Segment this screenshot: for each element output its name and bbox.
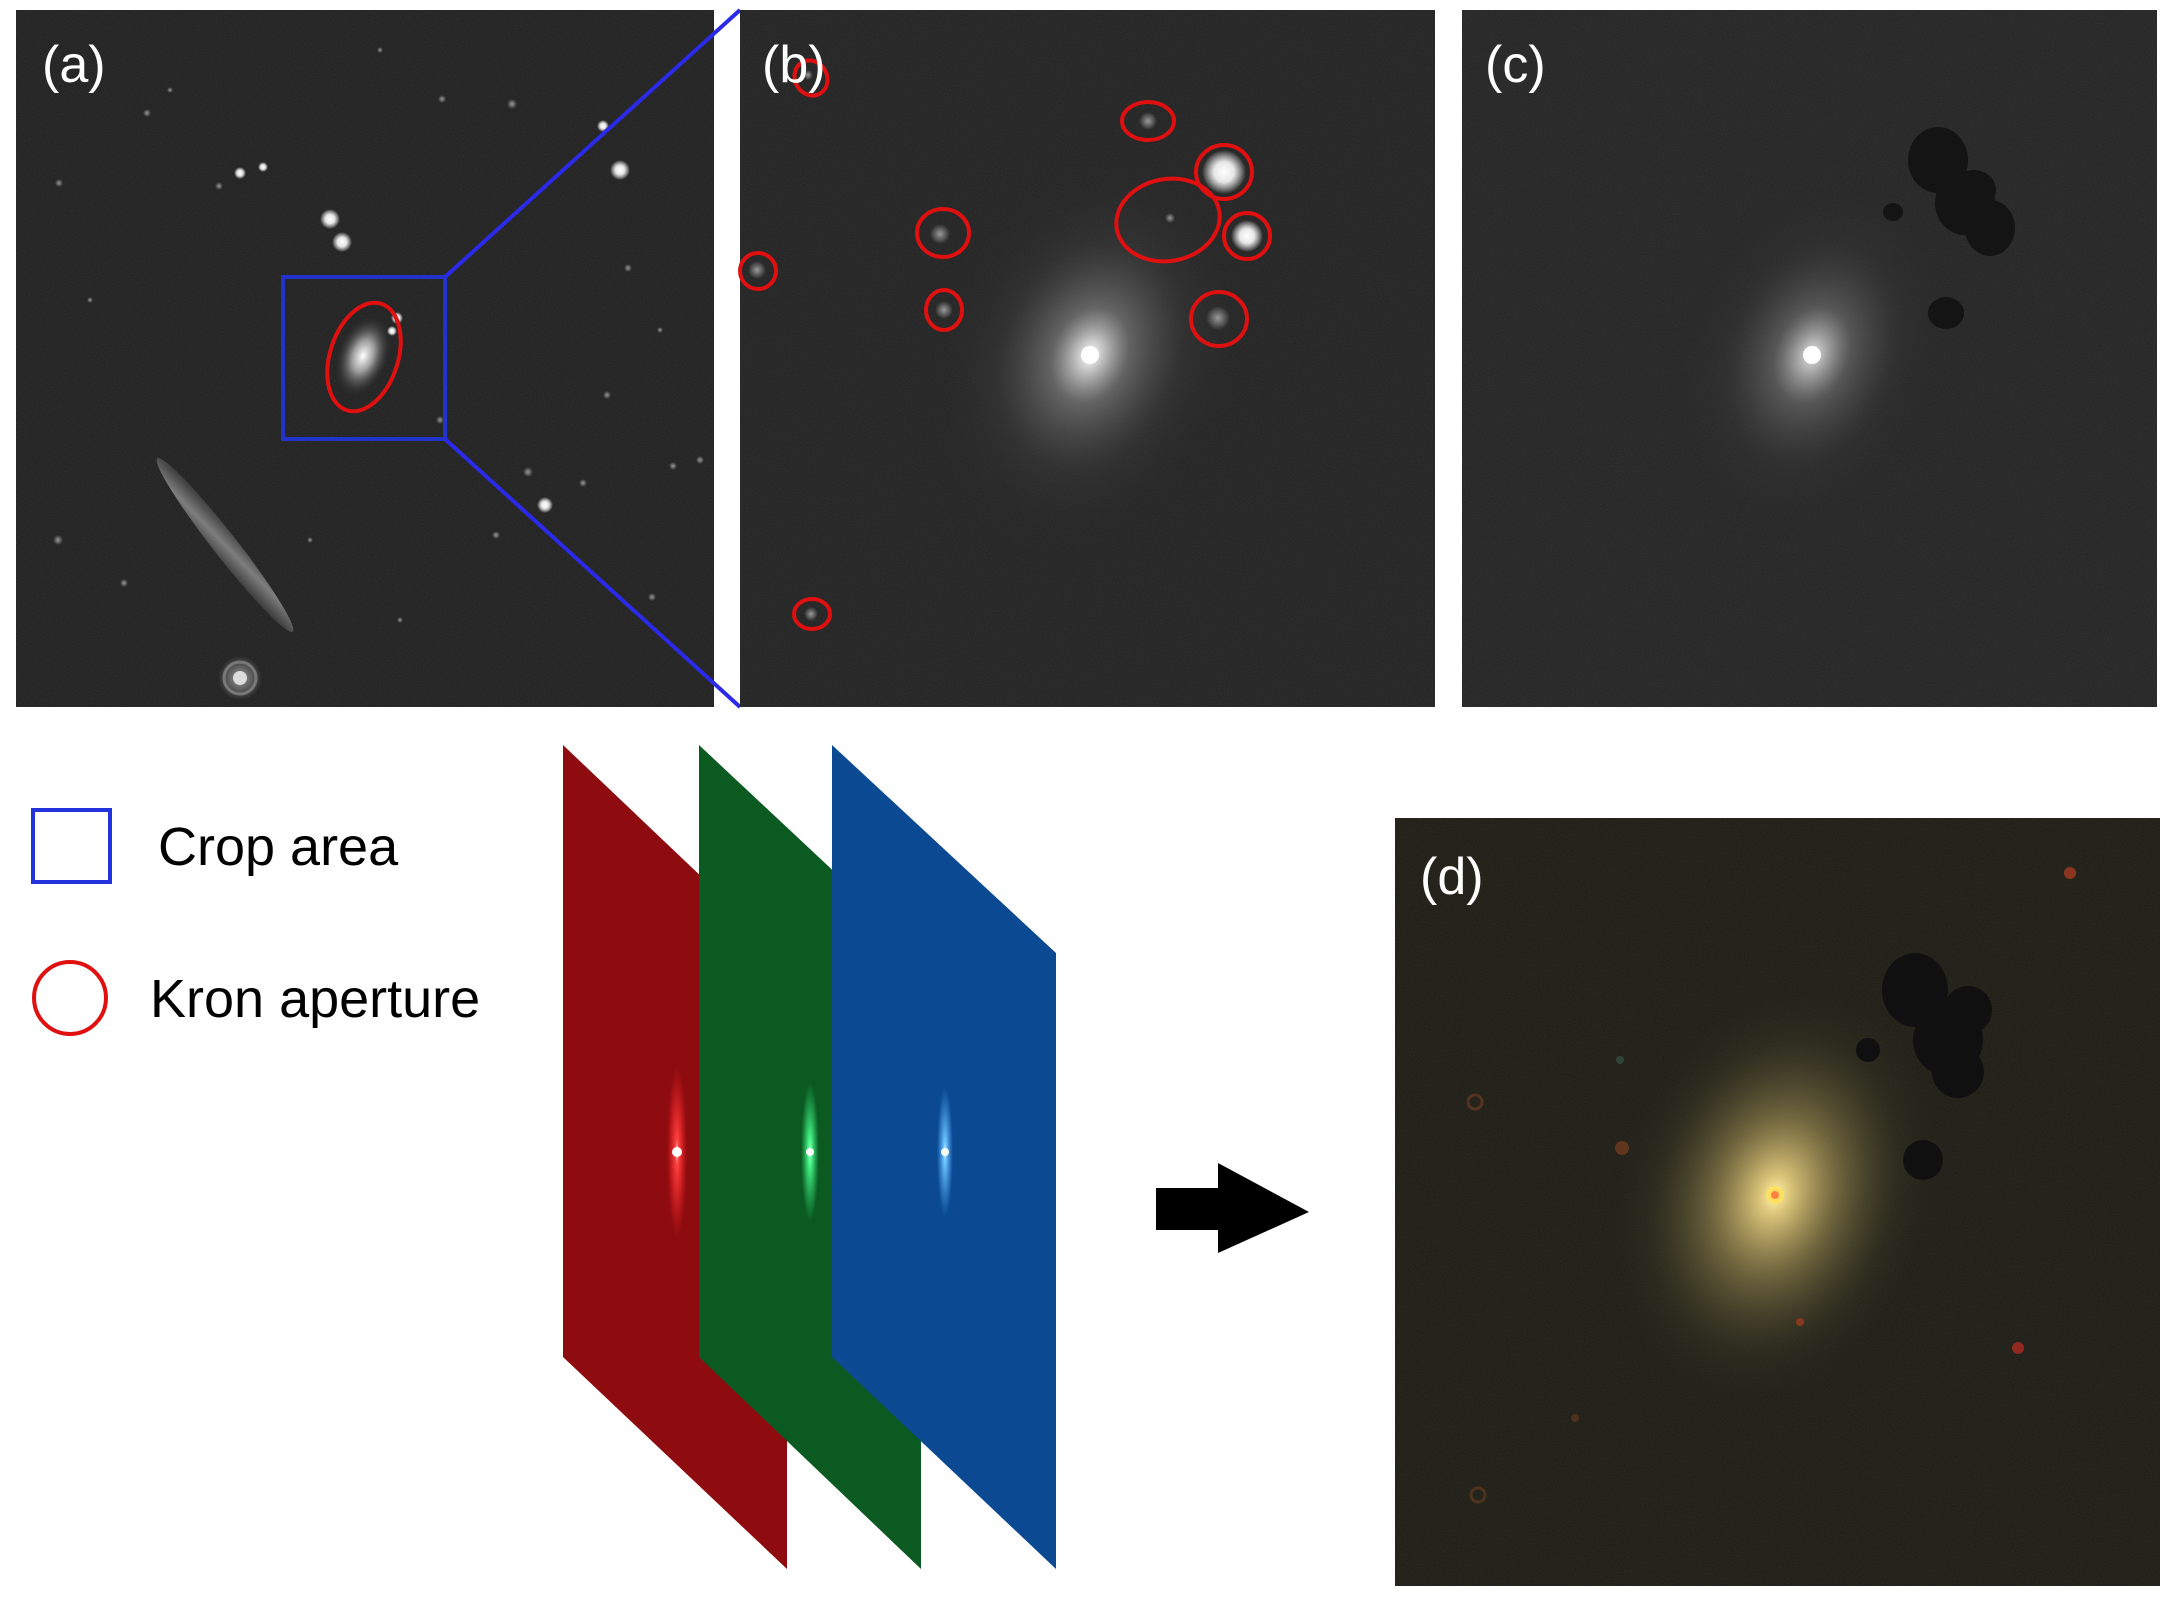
crop-box [281, 275, 447, 441]
right-arrow-icon [1156, 1163, 1309, 1253]
blue-square-icon [31, 808, 112, 884]
panel-a-edge-on-galaxy [156, 458, 294, 632]
legend-kron-aperture: Kron aperture [32, 960, 480, 1036]
red-circle-icon [32, 960, 108, 1036]
crop-connector-lines [443, 8, 742, 709]
blue-channel [832, 745, 1056, 1569]
panel-b-kron-apertures [738, 58, 1272, 631]
rgb-channel-stack [563, 745, 1056, 1569]
legend-crop-area: Crop area [31, 808, 399, 884]
panel-d-label: (d) [1420, 848, 1484, 906]
panel-b: (b) [738, 10, 1435, 707]
panel-b-sources [748, 70, 1263, 621]
panel-d-sources [1466, 867, 2076, 1504]
panel-a-spiral-galaxy [218, 656, 262, 700]
panel-c: (c) [1462, 10, 2157, 707]
panel-a-label: (a) [42, 36, 106, 94]
legend-kron-aperture-text: Kron aperture [150, 969, 480, 1029]
panel-a-target-galaxy [334, 315, 392, 397]
legend: Crop area Kron aperture [31, 808, 480, 1036]
panel-c-label: (c) [1485, 36, 1546, 94]
panel-d-masked-regions [1856, 953, 1992, 1180]
panel-d: (d) [1395, 818, 2160, 1586]
panel-a: (a) [16, 10, 714, 707]
panel-a-kron-aperture [325, 300, 403, 414]
panel-c-masked-regions [1883, 127, 2015, 329]
legend-crop-area-text: Crop area [158, 817, 399, 877]
panel-b-label: (b) [762, 36, 826, 94]
